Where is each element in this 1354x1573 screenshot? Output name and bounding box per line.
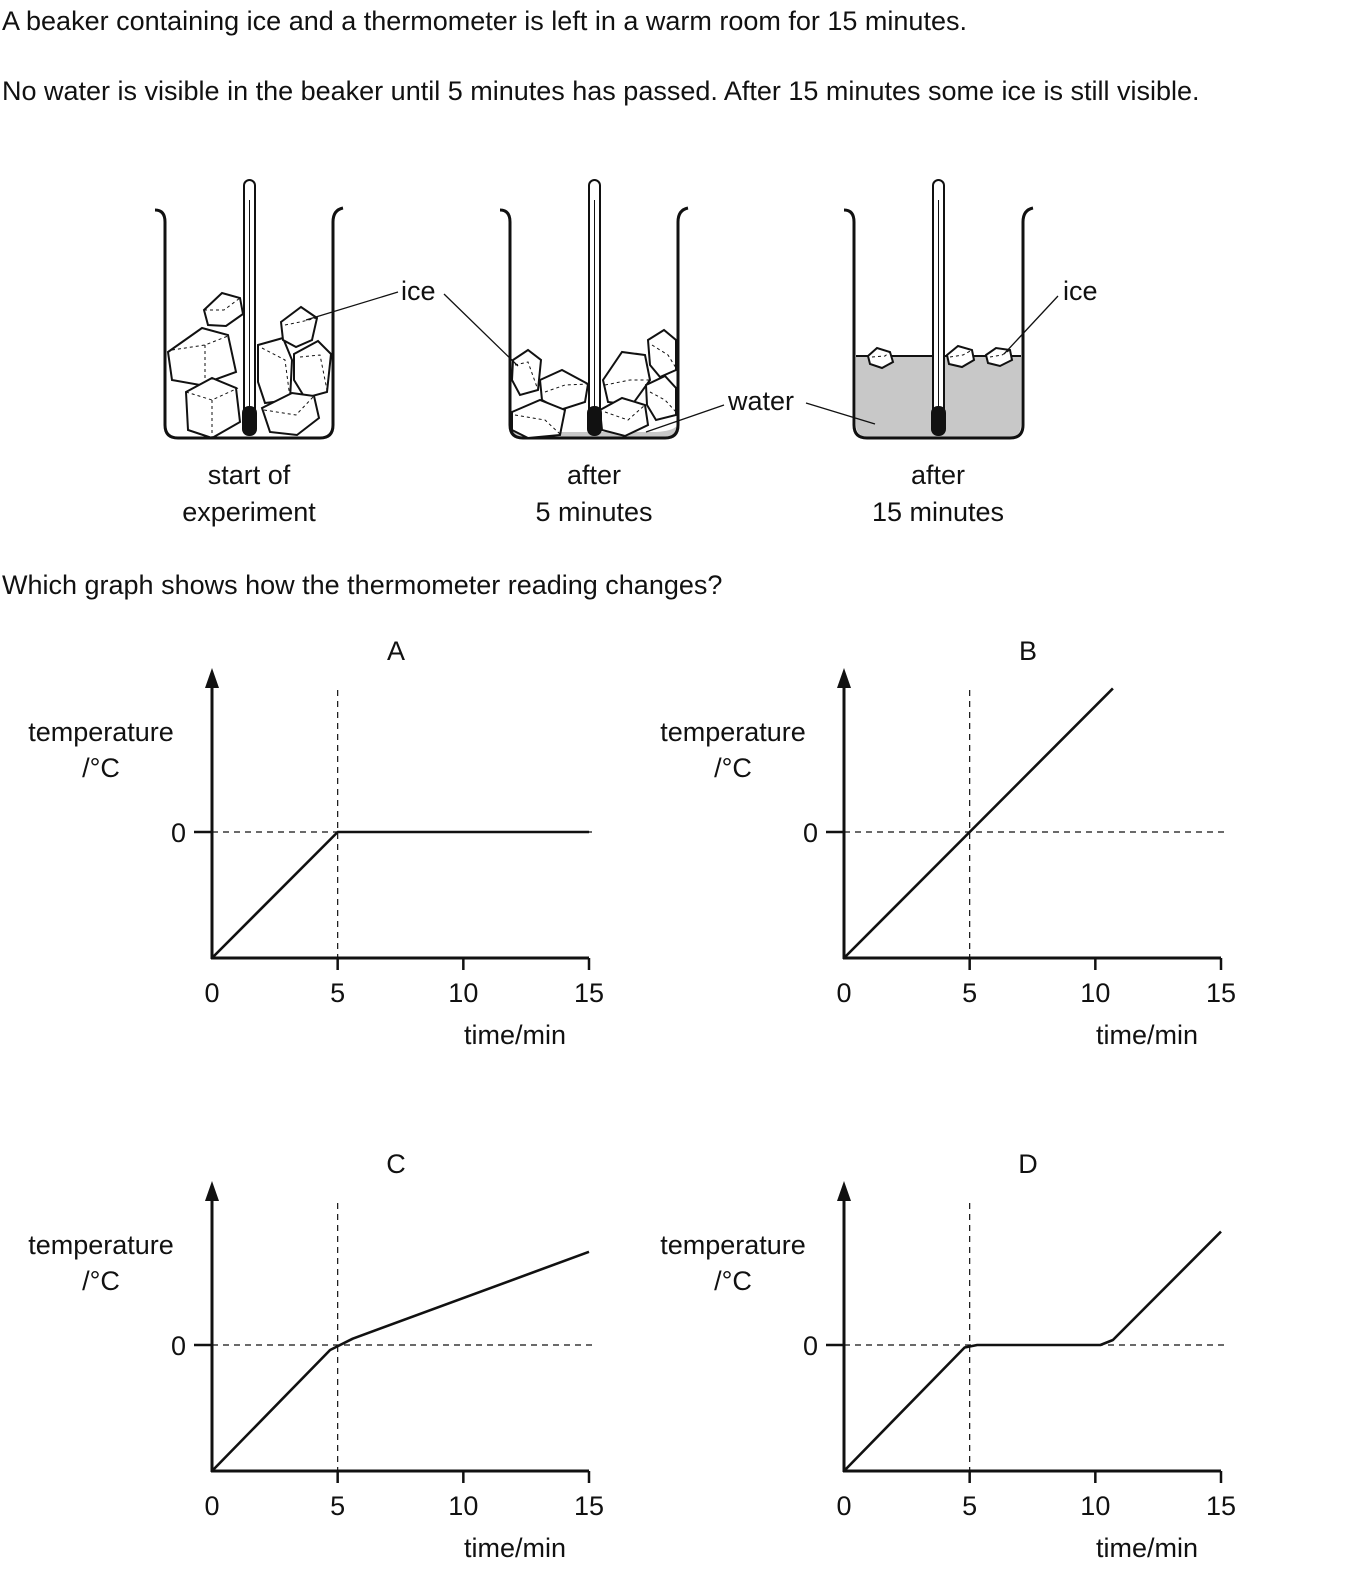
water-pointer-2 — [805, 402, 876, 425]
y-axis-label: temperature — [28, 1230, 174, 1260]
x-tick-label: 15 — [574, 978, 604, 1008]
x-tick-label: 10 — [448, 1491, 478, 1521]
question-prompt: Which graph shows how the thermometer re… — [2, 570, 723, 600]
y-axis-unit: /°C — [82, 753, 120, 783]
caption-5min-line1: after — [567, 460, 621, 490]
caption-15min-line2: 15 minutes — [872, 497, 1004, 527]
temperature-line — [211, 830, 589, 959]
ice-pointer-left-1 — [305, 291, 399, 321]
x-tick-label: 5 — [962, 1491, 977, 1521]
y-axis-label: temperature — [660, 717, 806, 747]
thermometer-start — [242, 179, 257, 436]
water-pointer-1 — [645, 404, 725, 433]
graph-a: A 0 5 10 15 0 temperature /°C time/min — [28, 636, 604, 1050]
y-tick-label: 0 — [803, 1331, 818, 1361]
x-tick-label: 0 — [204, 1491, 219, 1521]
x-tick-label: 0 — [836, 978, 851, 1008]
x-tick-label: 10 — [1080, 978, 1110, 1008]
y-axis-label: temperature — [28, 717, 174, 747]
x-tick-label: 15 — [1206, 978, 1236, 1008]
y-axis-unit: /°C — [82, 1266, 120, 1296]
graph-b: B 0 5 10 15 0 temperature /°C time/min — [660, 636, 1236, 1050]
ice-pointer-left-2 — [443, 293, 519, 367]
y-axis-arrow — [205, 668, 219, 688]
y-tick-label: 0 — [171, 818, 186, 848]
x-axis-label: time/min — [1096, 1020, 1198, 1050]
beaker-captions: start of experiment after 5 minutes afte… — [182, 460, 1004, 527]
beaker-5min — [443, 179, 725, 440]
x-tick-label: 0 — [204, 978, 219, 1008]
option-letter: C — [386, 1149, 406, 1179]
option-letter: D — [1018, 1149, 1038, 1179]
x-axis-label: time/min — [464, 1533, 566, 1563]
ice-pointer-right — [1003, 295, 1059, 355]
x-tick-label: 10 — [1080, 1491, 1110, 1521]
x-axis-label: time/min — [464, 1020, 566, 1050]
y-axis-unit: /°C — [714, 1266, 752, 1296]
water-label: water — [727, 386, 794, 416]
beaker-diagram: ice ice water start of experiment after … — [154, 179, 1098, 527]
y-tick-label: 0 — [171, 1331, 186, 1361]
ice-label-left: ice — [401, 276, 436, 306]
graph-d: D 0 5 10 15 0 temperature /°C time/min — [660, 1149, 1236, 1563]
y-axis-arrow — [837, 668, 851, 688]
y-axis-label: temperature — [660, 1230, 806, 1260]
y-axis-arrow — [205, 1181, 219, 1201]
x-tick-label: 15 — [1206, 1491, 1236, 1521]
temperature-line — [843, 687, 1114, 959]
y-axis-arrow — [837, 1181, 851, 1201]
y-axis-unit: /°C — [714, 753, 752, 783]
ice-label-right: ice — [1063, 276, 1098, 306]
question-observation: No water is visible in the beaker until … — [2, 76, 1200, 106]
x-tick-label: 5 — [962, 978, 977, 1008]
temperature-line — [843, 1230, 1222, 1472]
caption-start-line1: start of — [208, 460, 291, 490]
x-tick-label: 0 — [836, 1491, 851, 1521]
graph-c: C 0 5 10 15 0 temperature /°C time/min — [28, 1149, 604, 1563]
y-tick-label: 0 — [803, 818, 818, 848]
x-tick-label: 5 — [330, 978, 345, 1008]
caption-start-line2: experiment — [182, 497, 316, 527]
x-axis-label: time/min — [1096, 1533, 1198, 1563]
beaker-start — [154, 179, 399, 440]
option-letter: B — [1019, 636, 1037, 666]
temperature-line — [211, 1250, 590, 1472]
ice-cubes-5min — [510, 328, 677, 440]
option-letter: A — [387, 636, 405, 666]
ice-cubes-15min — [866, 344, 1014, 370]
caption-15min-line1: after — [911, 460, 965, 490]
ice-cubes-start — [166, 291, 333, 440]
x-tick-label: 15 — [574, 1491, 604, 1521]
thermometer-15min — [931, 179, 946, 436]
x-tick-label: 10 — [448, 978, 478, 1008]
thermometer-5min — [587, 179, 602, 436]
question-intro: A beaker containing ice and a thermomete… — [2, 6, 967, 36]
x-tick-label: 5 — [330, 1491, 345, 1521]
caption-5min-line2: 5 minutes — [535, 497, 652, 527]
beaker-15min — [805, 179, 1059, 440]
